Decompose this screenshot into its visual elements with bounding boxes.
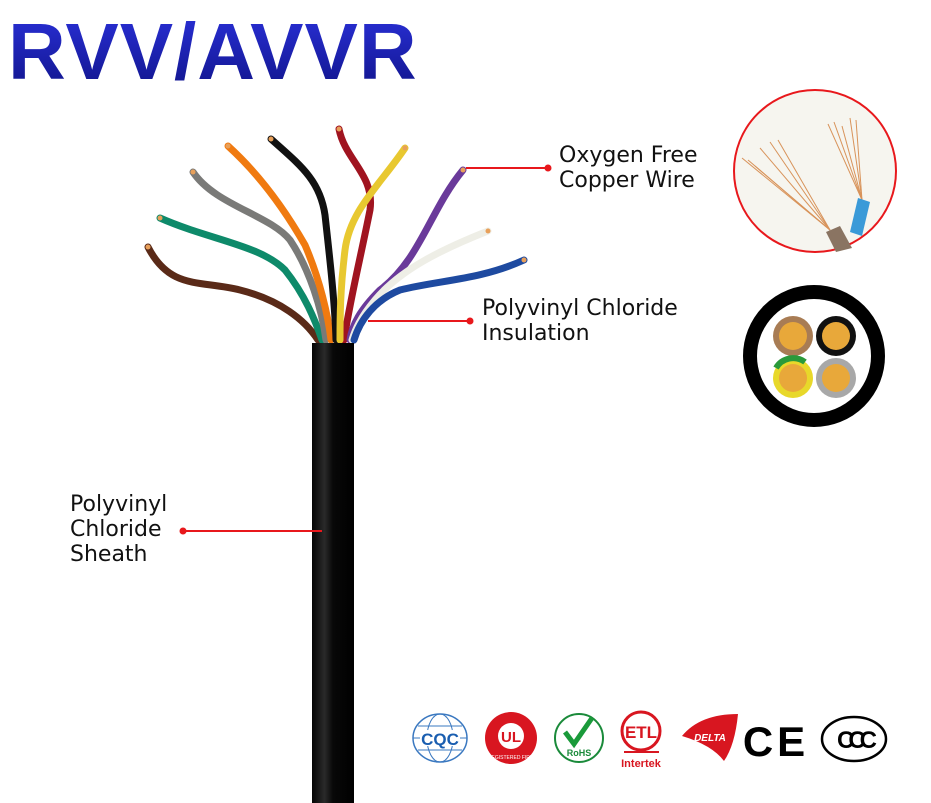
wire-copper-tip — [485, 228, 491, 234]
wire-copper-tip — [402, 145, 408, 151]
sheath-leader-dot — [179, 527, 187, 535]
wire-copper-tip — [336, 126, 342, 132]
copper-leader-dot — [544, 164, 552, 172]
copper-label-line-1: Oxygen Free — [559, 143, 698, 168]
copper-label-line-2: Copper Wire — [559, 168, 695, 193]
wire-copper-tip — [157, 215, 163, 221]
wire — [267, 135, 340, 344]
sheath-label: Polyvinyl Chloride Sheath — [70, 492, 167, 567]
leader-lines — [179, 164, 552, 535]
wire-copper-tip — [268, 136, 274, 142]
wire — [189, 168, 330, 344]
insulated-wires — [144, 125, 528, 344]
sheath-label-line-2: Chloride — [70, 517, 162, 542]
wire — [156, 214, 326, 344]
wire — [224, 142, 335, 344]
copper-label: Oxygen Free Copper Wire — [559, 143, 697, 193]
insulation-leader-dot — [466, 317, 474, 325]
insulation-label: Polyvinyl Chloride Insulation — [482, 296, 678, 346]
cable-sheath — [312, 343, 354, 803]
wire-copper-tip — [521, 257, 527, 263]
sheath-label-line-3: Sheath — [70, 542, 148, 567]
wire — [336, 144, 409, 344]
wire-copper-tip — [145, 244, 151, 250]
wire-copper-tip — [190, 169, 196, 175]
wire-copper-tip — [225, 143, 231, 149]
product-title: RVV/AVVR — [8, 7, 418, 96]
wire-copper-tip — [460, 167, 466, 173]
insulation-label-line-2: Insulation — [482, 321, 590, 346]
sheath-label-line-1: Polyvinyl — [70, 492, 168, 517]
wire — [144, 243, 322, 344]
wire — [350, 256, 528, 344]
insulation-label-line-1: Polyvinyl Chloride — [482, 296, 678, 321]
wire — [335, 125, 375, 344]
